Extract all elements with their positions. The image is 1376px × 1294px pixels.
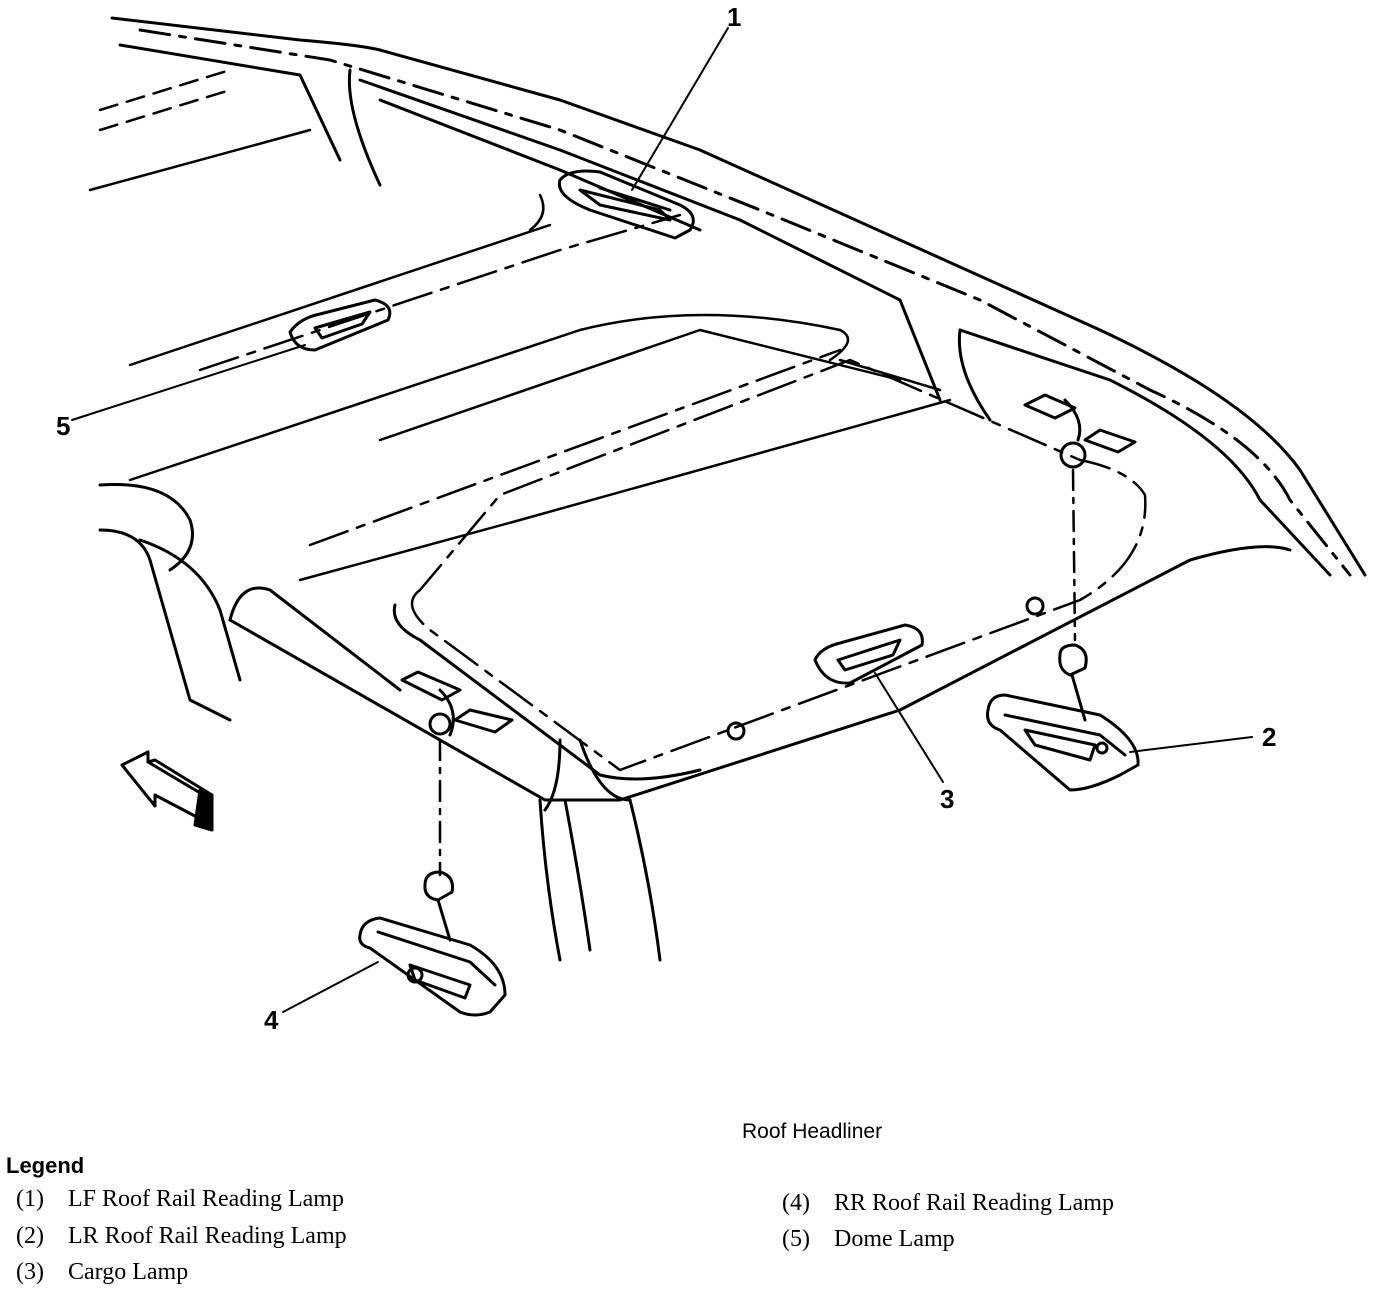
legend-label: Dome Lamp bbox=[834, 1226, 955, 1252]
legend-number: (4) bbox=[782, 1190, 810, 1216]
legend-item: (3) Cargo Lamp bbox=[16, 1259, 188, 1286]
headliner-hole bbox=[726, 721, 746, 741]
callout-2: 2 bbox=[1262, 722, 1277, 752]
callout-4: 4 bbox=[264, 1005, 279, 1035]
lamp-1-lf-roof-rail-reading-lamp bbox=[557, 169, 695, 240]
legend-item: (5) Dome Lamp bbox=[782, 1226, 955, 1253]
lamp-4-rr-roof-rail-reading-lamp bbox=[358, 916, 507, 1017]
callout-leaders bbox=[71, 27, 1253, 1013]
legend-number: (1) bbox=[16, 1186, 44, 1212]
legend-label: LF Roof Rail Reading Lamp bbox=[68, 1186, 344, 1212]
legend-label: Cargo Lamp bbox=[68, 1259, 189, 1285]
headliner-center-panel bbox=[410, 358, 1147, 772]
legend-title: Legend bbox=[6, 1153, 85, 1178]
lamp-4-mount bbox=[400, 670, 514, 942]
left-pillar bbox=[98, 482, 1292, 962]
legend-label: RR Roof Rail Reading Lamp bbox=[834, 1190, 1114, 1216]
headliner-panel-lines bbox=[88, 68, 952, 582]
legend-number: (2) bbox=[16, 1223, 44, 1249]
headliner-hole bbox=[1025, 596, 1045, 616]
legend-item: (1) LF Roof Rail Reading Lamp bbox=[16, 1186, 344, 1213]
legend-item: (4) RR Roof Rail Reading Lamp bbox=[782, 1190, 1114, 1217]
callout-1: 1 bbox=[727, 2, 742, 32]
front-direction-arrow-icon bbox=[120, 750, 214, 832]
callout-3: 3 bbox=[940, 784, 955, 814]
legend-number: (5) bbox=[782, 1226, 810, 1252]
callout-5: 5 bbox=[56, 411, 71, 441]
headliner-inner-panel bbox=[392, 603, 702, 781]
roof-rail-outline bbox=[110, 16, 1367, 577]
legend-item: (2) LR Roof Rail Reading Lamp bbox=[16, 1223, 347, 1250]
legend-label: LR Roof Rail Reading Lamp bbox=[68, 1223, 347, 1249]
lamp-3-cargo-lamp bbox=[813, 623, 924, 685]
roof-headliner-drawing bbox=[71, 16, 1367, 1017]
legend-number: (3) bbox=[16, 1259, 44, 1285]
lamp-2-lr-roof-rail-reading-lamp bbox=[986, 693, 1140, 792]
diagram-caption: Roof Headliner bbox=[742, 1120, 883, 1143]
